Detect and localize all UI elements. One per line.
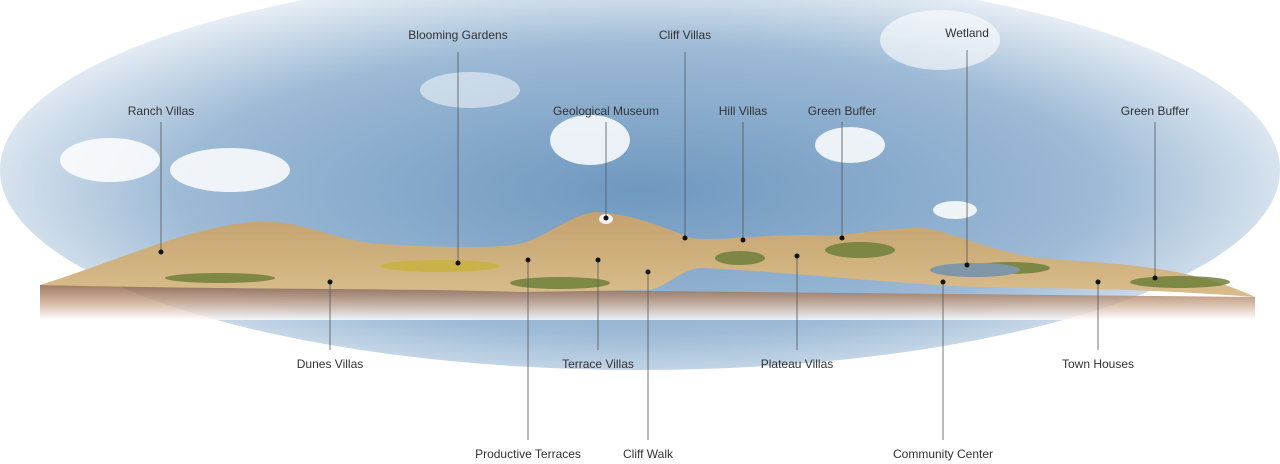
soil-section (40, 285, 1255, 320)
clouds (60, 10, 1000, 219)
label-productive-terraces: Productive Terraces (475, 447, 581, 461)
label-cliff-walk: Cliff Walk (622, 447, 674, 461)
label-green-buffer-2: Green Buffer (1120, 104, 1190, 118)
label-plateau-villas: Plateau Villas (760, 357, 834, 371)
label-hill-villas: Hill Villas (718, 104, 768, 118)
label-blooming-gardens: Blooming Gardens (408, 28, 508, 42)
marker-dot-hill-villas (740, 237, 746, 243)
marker-dot-terrace-villas (595, 257, 601, 263)
marker-dot-geological-museum (603, 215, 609, 221)
blooming-flowers (380, 260, 500, 272)
label-green-buffer-1: Green Buffer (807, 104, 877, 118)
marker-dot-green-buffer-1 (839, 235, 845, 241)
label-dunes-villas: Dunes Villas (296, 357, 364, 371)
marker-dot-cliff-walk (645, 269, 651, 275)
label-ranch-villas: Ranch Villas (127, 104, 195, 118)
marker-dot-ranch-villas (158, 249, 164, 255)
label-community-center: Community Center (892, 447, 994, 461)
label-wetland: Wetland (945, 26, 989, 40)
marker-dot-wetland (964, 262, 970, 268)
marker-dot-dunes-villas (327, 279, 333, 285)
label-town-houses: Town Houses (1061, 357, 1135, 371)
marker-dot-plateau-villas (794, 253, 800, 259)
marker-dot-community-center (940, 279, 946, 285)
marker-dot-cliff-villas (682, 235, 688, 241)
label-terrace-villas: Terrace Villas (562, 357, 634, 371)
marker-dot-productive-terraces (525, 257, 531, 263)
label-geological-museum: Geological Museum (552, 104, 660, 118)
marker-dot-blooming-gardens (455, 260, 461, 266)
marker-dot-town-houses (1095, 279, 1101, 285)
marker-dot-green-buffer-2 (1152, 275, 1158, 281)
label-cliff-villas: Cliff Villas (658, 28, 712, 42)
wetland-water (930, 263, 1020, 277)
